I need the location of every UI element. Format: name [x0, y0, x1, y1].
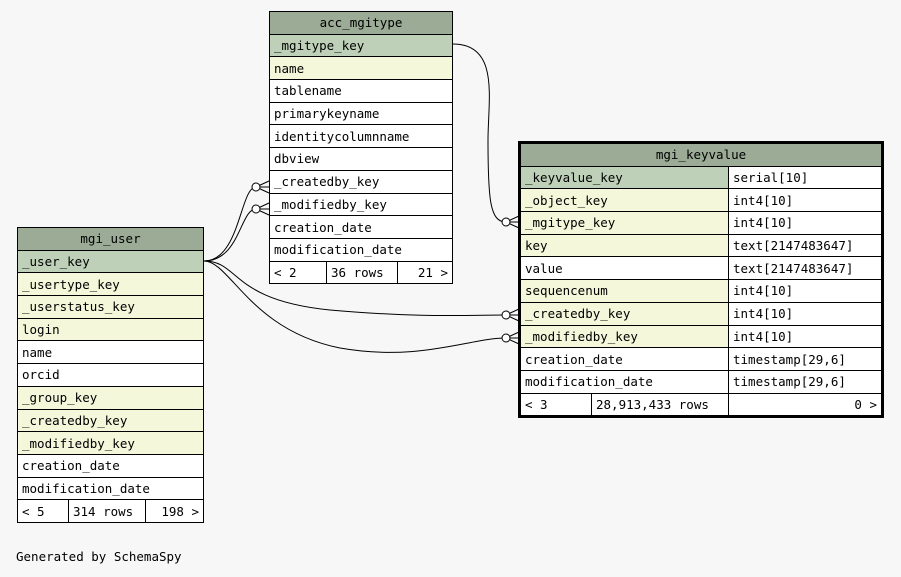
table-title[interactable]: mgi_keyvalue: [519, 142, 883, 167]
column-modifiedby-key[interactable]: _modifiedby_key: [17, 431, 204, 455]
column-identitycolumnname[interactable]: identitycolumnname: [269, 124, 453, 149]
children-count-link[interactable]: 0 >: [728, 392, 883, 418]
column-user-key[interactable]: _user_key: [17, 249, 204, 274]
column-usertype-key[interactable]: _usertype_key: [17, 272, 204, 297]
column-type: int4[10]: [728, 324, 883, 349]
column-name[interactable]: name: [269, 56, 453, 81]
column-type: text[2147483647]: [728, 233, 883, 258]
children-count-link[interactable]: 21 >: [397, 260, 453, 285]
table-mgi-keyvalue[interactable]: mgi_keyvalue _keyvalue_key serial[10] _o…: [518, 141, 884, 419]
crowfoot-modifiedby-keyvalue: [501, 333, 511, 343]
generated-by-note: Generated by SchemaSpy: [16, 549, 182, 564]
column-type: int4[10]: [728, 211, 883, 235]
table-title[interactable]: acc_mgitype: [269, 11, 453, 35]
row-count: 28,913,433 rows: [591, 392, 729, 418]
column-mgitype-key[interactable]: _mgitype_key: [519, 211, 729, 235]
column-type: serial[10]: [728, 165, 883, 190]
column-modification-date[interactable]: modification_date: [17, 476, 204, 501]
link-user-to-keyvalue-modifiedby: [203, 260, 507, 353]
parents-count-link[interactable]: < 2: [269, 260, 327, 285]
row-count: 314 rows: [68, 499, 146, 523]
table-acc-mgitype[interactable]: acc_mgitype _mgitype_key name tablename …: [269, 11, 453, 285]
column-createdby-key[interactable]: _createdby_key: [519, 301, 729, 326]
column-type: int4[10]: [728, 188, 883, 213]
link-user-to-mgitype-createdby: [203, 186, 257, 262]
column-dbview[interactable]: dbview: [269, 147, 453, 171]
column-group-key[interactable]: _group_key: [17, 385, 204, 410]
crowfoot-modifiedby-mgitype: [251, 204, 261, 214]
column-name[interactable]: name: [17, 340, 204, 365]
column-value[interactable]: value: [519, 256, 729, 281]
column-primarykeyname[interactable]: primarykeyname: [269, 101, 453, 126]
link-mgitype-to-keyvalue: [452, 43, 507, 223]
column-object-key[interactable]: _object_key: [519, 188, 729, 213]
table-title[interactable]: mgi_user: [17, 227, 204, 251]
column-type: int4[10]: [728, 301, 883, 326]
column-modifiedby-key[interactable]: _modifiedby_key: [269, 192, 453, 217]
column-orcid[interactable]: orcid: [17, 363, 204, 387]
column-type: text[2147483647]: [728, 256, 883, 281]
column-creation-date[interactable]: creation_date: [269, 215, 453, 239]
column-createdby-key[interactable]: _createdby_key: [17, 408, 204, 433]
column-type: timestamp[29,6]: [728, 369, 883, 394]
column-mgitype-key[interactable]: _mgitype_key: [269, 33, 453, 58]
column-modifiedby-key[interactable]: _modifiedby_key: [519, 324, 729, 349]
column-sequencenum[interactable]: sequencenum: [519, 279, 729, 303]
column-keyvalue-key[interactable]: _keyvalue_key: [519, 165, 729, 190]
column-createdby-key[interactable]: _createdby_key: [269, 169, 453, 194]
table-mgi-user[interactable]: mgi_user _user_key _usertype_key _userst…: [17, 227, 204, 523]
link-user-to-keyvalue-createdby: [203, 260, 507, 317]
column-tablename[interactable]: tablename: [269, 79, 453, 103]
column-key[interactable]: key: [519, 233, 729, 258]
crowfoot-createdby-mgitype: [251, 182, 261, 192]
children-count-link[interactable]: 198 >: [145, 499, 204, 523]
column-creation-date[interactable]: creation_date: [17, 453, 204, 478]
parents-count-link[interactable]: < 5: [17, 499, 69, 523]
column-login[interactable]: login: [17, 317, 204, 342]
column-type: timestamp[29,6]: [728, 347, 883, 371]
crowfoot-mgitype-key: [501, 217, 511, 227]
column-type: int4[10]: [728, 279, 883, 303]
column-creation-date[interactable]: creation_date: [519, 347, 729, 371]
column-userstatus-key[interactable]: _userstatus_key: [17, 295, 204, 319]
parents-count-link[interactable]: < 3: [519, 392, 592, 418]
column-modification-date[interactable]: modification_date: [269, 237, 453, 262]
row-count: 36 rows: [326, 260, 398, 285]
crowfoot-createdby-keyvalue: [501, 310, 511, 320]
column-modification-date[interactable]: modification_date: [519, 369, 729, 394]
link-user-to-mgitype-modifiedby: [203, 208, 257, 262]
